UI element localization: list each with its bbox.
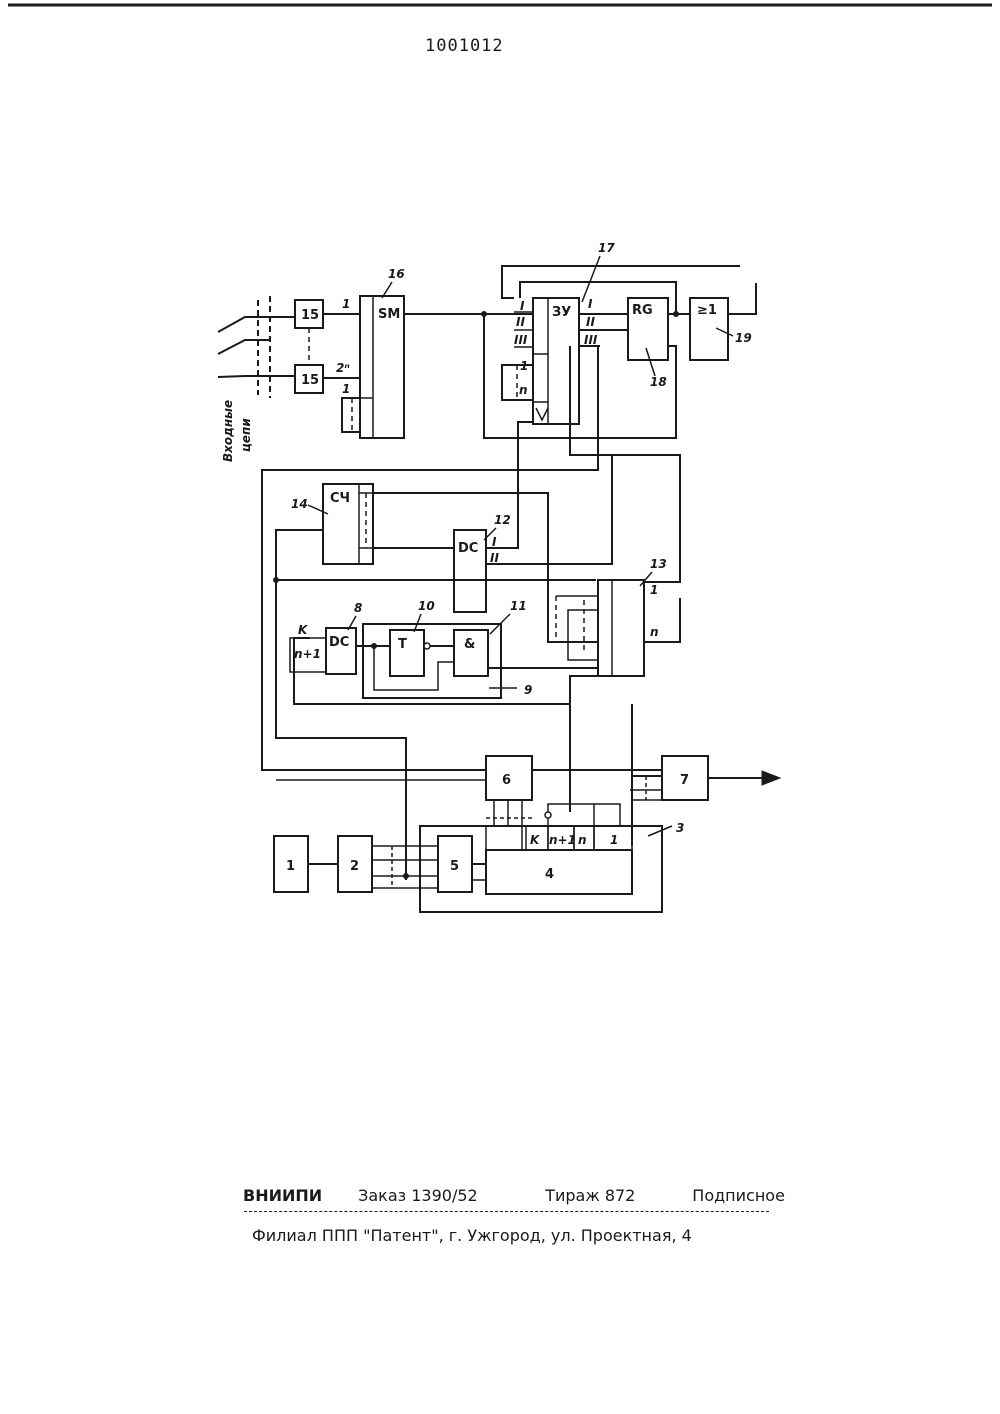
ref-11: 11 — [510, 599, 527, 613]
block-1-label: 1 — [286, 859, 295, 874]
ref-8: 8 — [354, 601, 362, 615]
ref-14: 14 — [291, 497, 308, 511]
sm-pin-2n: 2ⁿ — [336, 361, 350, 375]
block-4 — [486, 850, 632, 894]
ref-12: 12 — [494, 513, 511, 527]
b4-pin-n1: n+1 — [549, 833, 576, 847]
block-6-label: 6 — [502, 773, 511, 788]
zu-pin-III: III — [514, 333, 528, 347]
ref-9: 9 — [524, 683, 532, 697]
block-17-zu-label: ЗУ — [552, 305, 571, 320]
b13-pin-1: 1 — [650, 583, 658, 597]
block-15-bottom-label: 15 — [301, 373, 319, 388]
block-5-label: 5 — [450, 859, 459, 874]
zu-pin-II: II — [516, 315, 525, 329]
b4-pin-n: n — [578, 833, 587, 847]
sm-pin-1: 1 — [342, 297, 350, 311]
block-15-top-label: 15 — [301, 308, 319, 323]
output-arrow — [762, 771, 780, 785]
block-10-t — [390, 630, 424, 676]
zu-out-II: II — [586, 315, 595, 329]
block-8-dc-label: DC — [329, 635, 349, 650]
ref-17: 17 — [598, 241, 615, 255]
zu-pin-n: n — [519, 383, 528, 397]
zu-out-I: I — [588, 297, 593, 311]
side-label-1: Входные — [221, 400, 235, 462]
dc8-pin-k: K — [298, 623, 309, 637]
imprint-org: ВНИИПИ — [243, 1186, 353, 1205]
imprint-order: Заказ 1390/52 — [358, 1186, 540, 1205]
block-19-or-label: ≥1 — [697, 303, 717, 318]
dc12-pin-II: II — [490, 551, 499, 565]
ref-16: 16 — [388, 267, 405, 281]
imprint-branch: Филиал ППП "Патент", г. Ужгород, ул. Про… — [252, 1226, 692, 1245]
imprint-divider — [244, 1211, 769, 1212]
block-18-rg-label: RG — [632, 303, 653, 318]
block-16-sm-label: SM — [378, 307, 400, 322]
block-13 — [598, 580, 644, 676]
ref-10: 10 — [418, 599, 435, 613]
block-2-label: 2 — [350, 859, 359, 874]
block-11-and-label: & — [464, 637, 475, 652]
zu-pin-I: I — [520, 299, 525, 313]
sm-pin-1b: 1 — [342, 382, 350, 396]
ref-18: 18 — [650, 375, 667, 389]
ref-19: 19 — [735, 331, 752, 345]
group-9-frame — [363, 624, 501, 698]
dc8-pin-n1: n+1 — [294, 647, 321, 661]
imprint-row: ВНИИПИ Заказ 1390/52 Тираж 872 Подписное — [243, 1186, 785, 1205]
dc12-pin-I: I — [492, 535, 497, 549]
imprint-circulation: Тираж 872 — [545, 1186, 687, 1205]
b4-pin-k: K — [530, 833, 541, 847]
block-4-label: 4 — [545, 867, 554, 882]
block-10-t-label: T — [398, 637, 407, 652]
ref-13: 13 — [650, 557, 667, 571]
block-14-counter-label: СЧ — [330, 491, 350, 506]
ref-3: 3 — [676, 821, 684, 835]
side-label-2: цепи — [239, 418, 253, 452]
imprint-subscription: Подписное — [692, 1186, 785, 1205]
zu-out-III: III — [584, 333, 598, 347]
block-12-dc-label: DC — [458, 541, 478, 556]
b4-pin-1: 1 — [610, 833, 618, 847]
input-circuits — [218, 296, 295, 398]
b13-pin-n: n — [650, 625, 659, 639]
block-7-label: 7 — [680, 773, 689, 788]
